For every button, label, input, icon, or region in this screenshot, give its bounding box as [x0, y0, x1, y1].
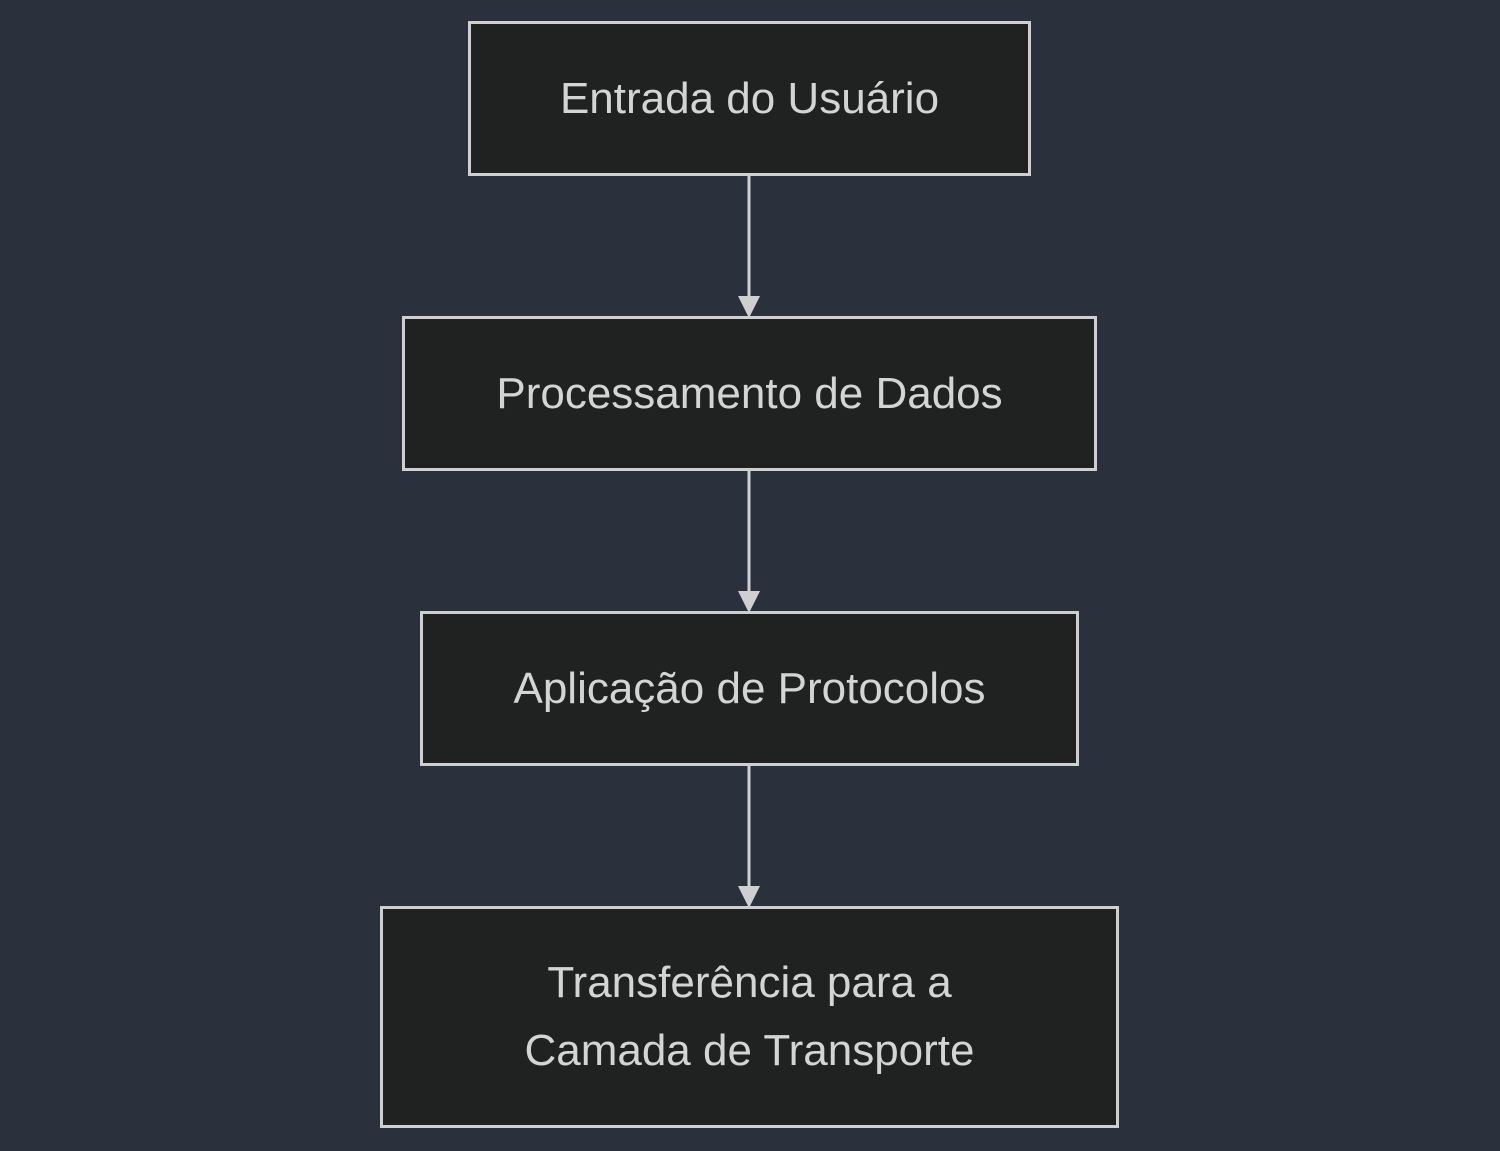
- node-label: Processamento de Dados: [496, 368, 1003, 418]
- edge-entrada-to-processamento: [738, 176, 760, 318]
- node-transferencia-camada-de-transporte[interactable]: Transferência para a Camada de Transport…: [380, 906, 1119, 1128]
- edge-aplicacao-to-transferencia: [738, 766, 760, 908]
- arrowhead-icon: [738, 886, 760, 908]
- edge-processamento-to-aplicacao: [738, 471, 760, 613]
- node-label: Entrada do Usuário: [559, 73, 940, 123]
- node-aplicacao-de-protocolos[interactable]: Aplicação de Protocolos: [420, 611, 1079, 766]
- node-label-line-1: Transferência para a: [547, 958, 952, 1007]
- node-label-line-2: Camada de Transporte: [524, 1026, 975, 1075]
- arrowhead-icon: [738, 296, 760, 318]
- node-processamento-de-dados[interactable]: Processamento de Dados: [402, 316, 1097, 471]
- node-entrada-do-usuario[interactable]: Entrada do Usuário: [468, 21, 1031, 176]
- arrowhead-icon: [738, 591, 760, 613]
- node-label: Aplicação de Protocolos: [513, 663, 986, 713]
